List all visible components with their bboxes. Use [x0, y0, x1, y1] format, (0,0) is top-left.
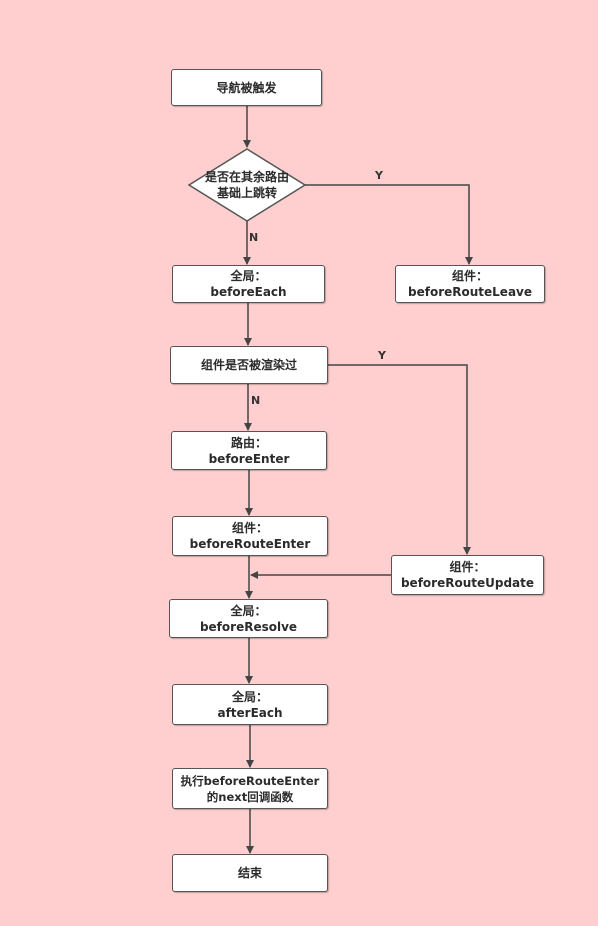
comp-before-route-enter-line2: beforeRouteEnter [189, 537, 311, 551]
global-before-resolve-line2: beforeResolve [199, 619, 298, 634]
comp-rendered-node: 组件是否被渲染过 [170, 346, 328, 384]
route-before-enter-line1: 路由： [230, 435, 267, 450]
comp-before-route-enter-line1: 组件： [231, 521, 268, 535]
decision-no-label: N [249, 231, 259, 244]
global-before-each-line2: beforeEach [210, 285, 287, 299]
decision-node-line1: 是否在其余路由 [204, 170, 289, 184]
exec-next-callback-line2: 的next回调函数 [206, 789, 294, 804]
comp-before-route-enter-node: 组件： beforeRouteEnter [172, 516, 328, 556]
edge-decision-to-before-route-leave [305, 184, 473, 265]
comp-before-route-leave-node: 组件： beforeRouteLeave [395, 265, 545, 303]
decision-yes-label: Y [375, 169, 383, 182]
global-before-resolve-line1: 全局： [230, 603, 267, 618]
global-before-each-line1: 全局： [230, 269, 267, 283]
edge-rendered-to-before-route-update [328, 364, 471, 555]
decision-node: 是否在其余路由 基础上跳转 [189, 149, 305, 221]
decision-node-line2: 基础上跳转 [216, 186, 277, 200]
end-node: 结束 [172, 854, 328, 892]
comp-rendered-label: 组件是否被渲染过 [200, 358, 297, 372]
comp-before-route-update-node: 组件： beforeRouteUpdate [391, 555, 544, 595]
start-node-label: 导航被触发 [216, 80, 277, 95]
comp-before-route-leave-line1: 组件： [451, 269, 488, 283]
global-after-each-line2: afterEach [217, 705, 283, 720]
route-before-enter-node: 路由： beforeEnter [171, 431, 327, 470]
rendered-no-label: N [251, 394, 261, 407]
comp-before-route-update-line1: 组件： [449, 560, 486, 574]
comp-before-route-update-line2: beforeRouteUpdate [400, 576, 535, 590]
global-before-resolve-node: 全局： beforeResolve [169, 599, 328, 638]
rendered-yes-label: Y [378, 349, 386, 362]
end-node-label: 结束 [237, 866, 262, 880]
start-node: 导航被触发 [171, 69, 322, 106]
global-after-each-node: 全局： afterEach [172, 684, 328, 725]
exec-next-callback-node: 执行beforeRouteEnter 的next回调函数 [172, 768, 328, 809]
global-after-each-line1: 全局： [231, 689, 268, 704]
route-before-enter-line2: beforeEnter [208, 451, 290, 466]
exec-next-callback-line1: 执行beforeRouteEnter [180, 773, 320, 788]
global-before-each-node: 全局： beforeEach [172, 265, 325, 303]
comp-before-route-leave-line2: beforeRouteLeave [408, 285, 532, 299]
